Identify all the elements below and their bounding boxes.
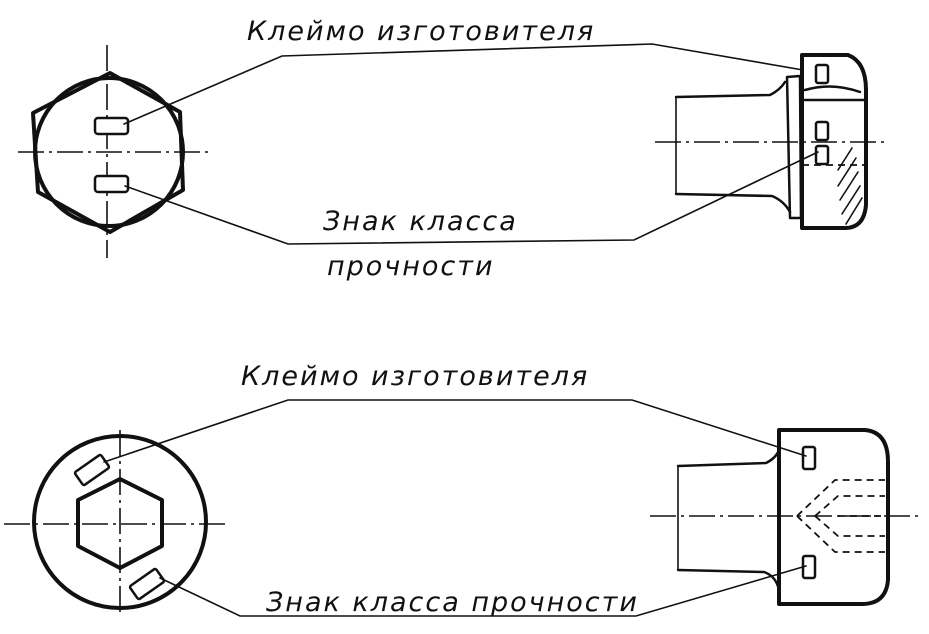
bottom-leaders bbox=[103, 399, 807, 617]
top-leaders bbox=[123, 43, 819, 245]
leader-strength-bottom bbox=[159, 565, 807, 617]
manufacturer-mark-box-bottom bbox=[73, 453, 111, 487]
socket-screw-side-view bbox=[650, 428, 918, 606]
leader-manufacturer-top bbox=[123, 43, 804, 125]
hex-bolt-end-view bbox=[18, 45, 208, 258]
top-strength-label-line2: прочности bbox=[327, 251, 495, 282]
washer-face bbox=[785, 74, 803, 220]
head-chamfer-line bbox=[803, 85, 868, 102]
manufacturer-mark-box bbox=[93, 116, 130, 136]
bottom-shank-outline bbox=[676, 448, 781, 592]
leader-manufacturer-bottom bbox=[103, 399, 807, 463]
strength-class-box-bottom bbox=[128, 567, 166, 601]
bottom-side-manufacturer-box bbox=[801, 445, 817, 471]
socket-head-side bbox=[777, 428, 890, 606]
top-manufacturer-label: Клеймо изготовителя bbox=[247, 16, 595, 47]
section-hatch bbox=[837, 147, 863, 225]
side-manufacturer-box bbox=[814, 63, 830, 85]
leader-strength-top bbox=[124, 151, 819, 245]
hex-head-side bbox=[800, 53, 868, 230]
top-strength-label-line1: Знак класса bbox=[323, 206, 518, 237]
bottom-strength-label: Знак класса прочности bbox=[266, 587, 639, 618]
strength-class-box bbox=[93, 174, 130, 194]
bottom-manufacturer-label: Клеймо изготовителя bbox=[241, 361, 589, 392]
hex-head-outline bbox=[31, 71, 185, 234]
side-mark-upper bbox=[814, 120, 830, 142]
socket-screw-end-view bbox=[4, 430, 225, 615]
side-mark-lower bbox=[814, 144, 830, 166]
hex-bolt-side-view bbox=[655, 53, 885, 230]
hidden-socket-lines bbox=[796, 479, 885, 553]
